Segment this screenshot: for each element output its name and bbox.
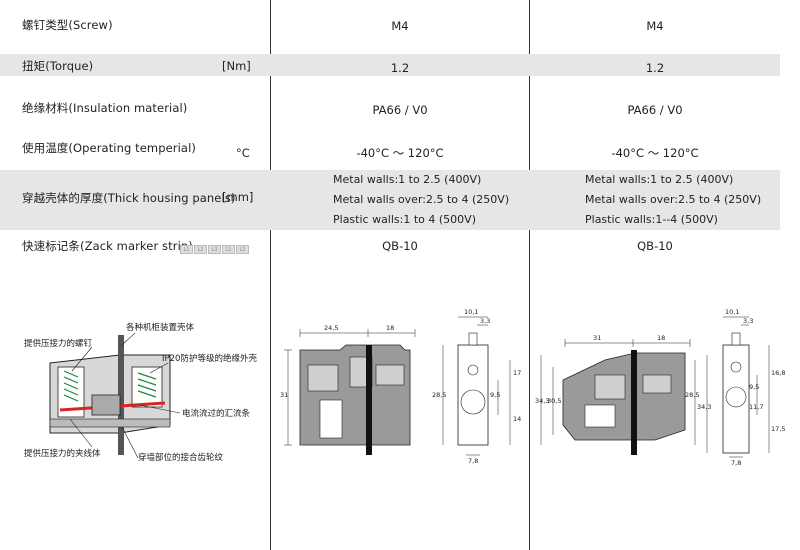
col1-value: QB-10 [382, 239, 418, 253]
col1-value: -40°C ～ 120°C [356, 146, 444, 160]
dim-label: 17 [513, 369, 521, 377]
callout-screw: 提供压接力的螺钉 [24, 338, 93, 349]
dim-label: 16,8 [771, 369, 785, 377]
dim-label: 3,3 [480, 317, 490, 325]
dim-label: 24,5 [324, 324, 338, 332]
row-unit: [mm] [222, 190, 254, 204]
row-label: 使用温度(Operating temperial) [22, 141, 196, 155]
dim-label: 18 [657, 334, 665, 342]
col1-value: PA66 / V0 [372, 103, 428, 117]
row-label: 快速标记条(Zack marker strip) [22, 239, 193, 253]
col2-value: 1.2 [645, 61, 665, 75]
row-label: 绝缘材料(Insulation material) [22, 101, 188, 115]
dimension-drawing-1: 24,5 18 31 10,1 3,3 28,5 9,5 17 14 7,8 [280, 308, 521, 465]
dim-label: 9,5 [490, 391, 500, 399]
col2-line: Plastic walls:1--4 (500V) [585, 213, 718, 226]
col2-line: Metal walls:1 to 2.5 (400V) [585, 173, 734, 186]
dim-label: 10,1 [464, 308, 478, 316]
col2-value: QB-10 [637, 239, 673, 253]
column-divider-1 [270, 0, 271, 550]
dim-label: 18 [386, 324, 394, 332]
col1-line: Plastic walls:1 to 4 (500V) [333, 213, 476, 226]
dimension-drawing-2: 31 18 34,3 30,5 28,5 34,3 10,1 3,3 9,5 1… [535, 308, 785, 467]
dim-label: 7,8 [731, 459, 741, 467]
row-label: 扭矩(Torque) [22, 59, 94, 73]
col2-value: PA66 / V0 [627, 103, 683, 117]
dim-label: 9,5 [749, 383, 759, 391]
marker-chip: L2 [236, 245, 249, 254]
col1-line: Metal walls:1 to 2.5 (400V) [333, 173, 482, 186]
spec-row-temperature: 使用温度(Operating temperial) °C -40°C ～ 120… [0, 136, 780, 166]
spec-row-insulation: 绝缘材料(Insulation material) PA66 / V0 PA66… [0, 96, 780, 122]
cutaway-illustration: 提供压接力的螺钉 各种机柜装置壳体 IP20防护等级的绝缘外壳 电流流过的汇流条… [24, 322, 257, 463]
callout-gear-teeth: 穿墙部位的接合齿轮纹 [138, 452, 224, 463]
spec-row-screw: 螺钉类型(Screw) M4 M4 [0, 10, 780, 38]
callout-ip20-housing: IP20防护等级的绝缘外壳 [162, 353, 257, 364]
marker-chip: L2 [194, 245, 207, 254]
dim-label: 7,8 [468, 457, 478, 465]
dim-label: 3,3 [743, 317, 753, 325]
dim-label: 14 [513, 415, 521, 423]
row-label: 螺钉类型(Screw) [22, 18, 113, 32]
dim-label: 11,7 [749, 403, 763, 411]
callout-cabinet-housing: 各种机柜装置壳体 [126, 322, 195, 333]
dim-label: 10,1 [725, 308, 739, 316]
col2-line: Metal walls over:2.5 to 4 (250V) [585, 193, 762, 206]
col2-value: -40°C ～ 120°C [611, 146, 699, 160]
col1-value: M4 [391, 19, 409, 33]
col2-value: M4 [646, 19, 664, 33]
marker-chip: L1 [180, 245, 193, 254]
callout-busbar: 电流流过的汇流条 [182, 408, 251, 419]
dim-label: 28,5 [432, 391, 446, 399]
col1-value: 1.2 [390, 61, 410, 75]
dim-label: 17,5 [771, 425, 785, 433]
dim-label: 30,5 [547, 397, 561, 405]
column-divider-2 [529, 0, 530, 550]
row-unit: °C [236, 146, 250, 160]
marker-chip: L3 [208, 245, 221, 254]
row-unit: [Nm] [222, 59, 251, 73]
callout-clamp-body: 提供压接力的夹线体 [24, 448, 101, 459]
dim-label: 34,3 [535, 397, 549, 405]
col1-line: Metal walls over:2.5 to 4 (250V) [333, 193, 510, 206]
dim-label: 31 [280, 391, 288, 399]
dim-label: 28,5 [685, 391, 699, 399]
marker-chip: L1 [222, 245, 235, 254]
row-label: 穿越壳体的厚度(Thick housing panels) [22, 191, 236, 205]
dim-label: 34,3 [697, 403, 711, 411]
dim-label: 31 [593, 334, 601, 342]
spec-row-housing-thickness: 穿越壳体的厚度(Thick housing panels) [mm] Metal… [0, 170, 780, 230]
spec-row-torque: 扭矩(Torque) [Nm] 1.2 1.2 [0, 54, 780, 76]
